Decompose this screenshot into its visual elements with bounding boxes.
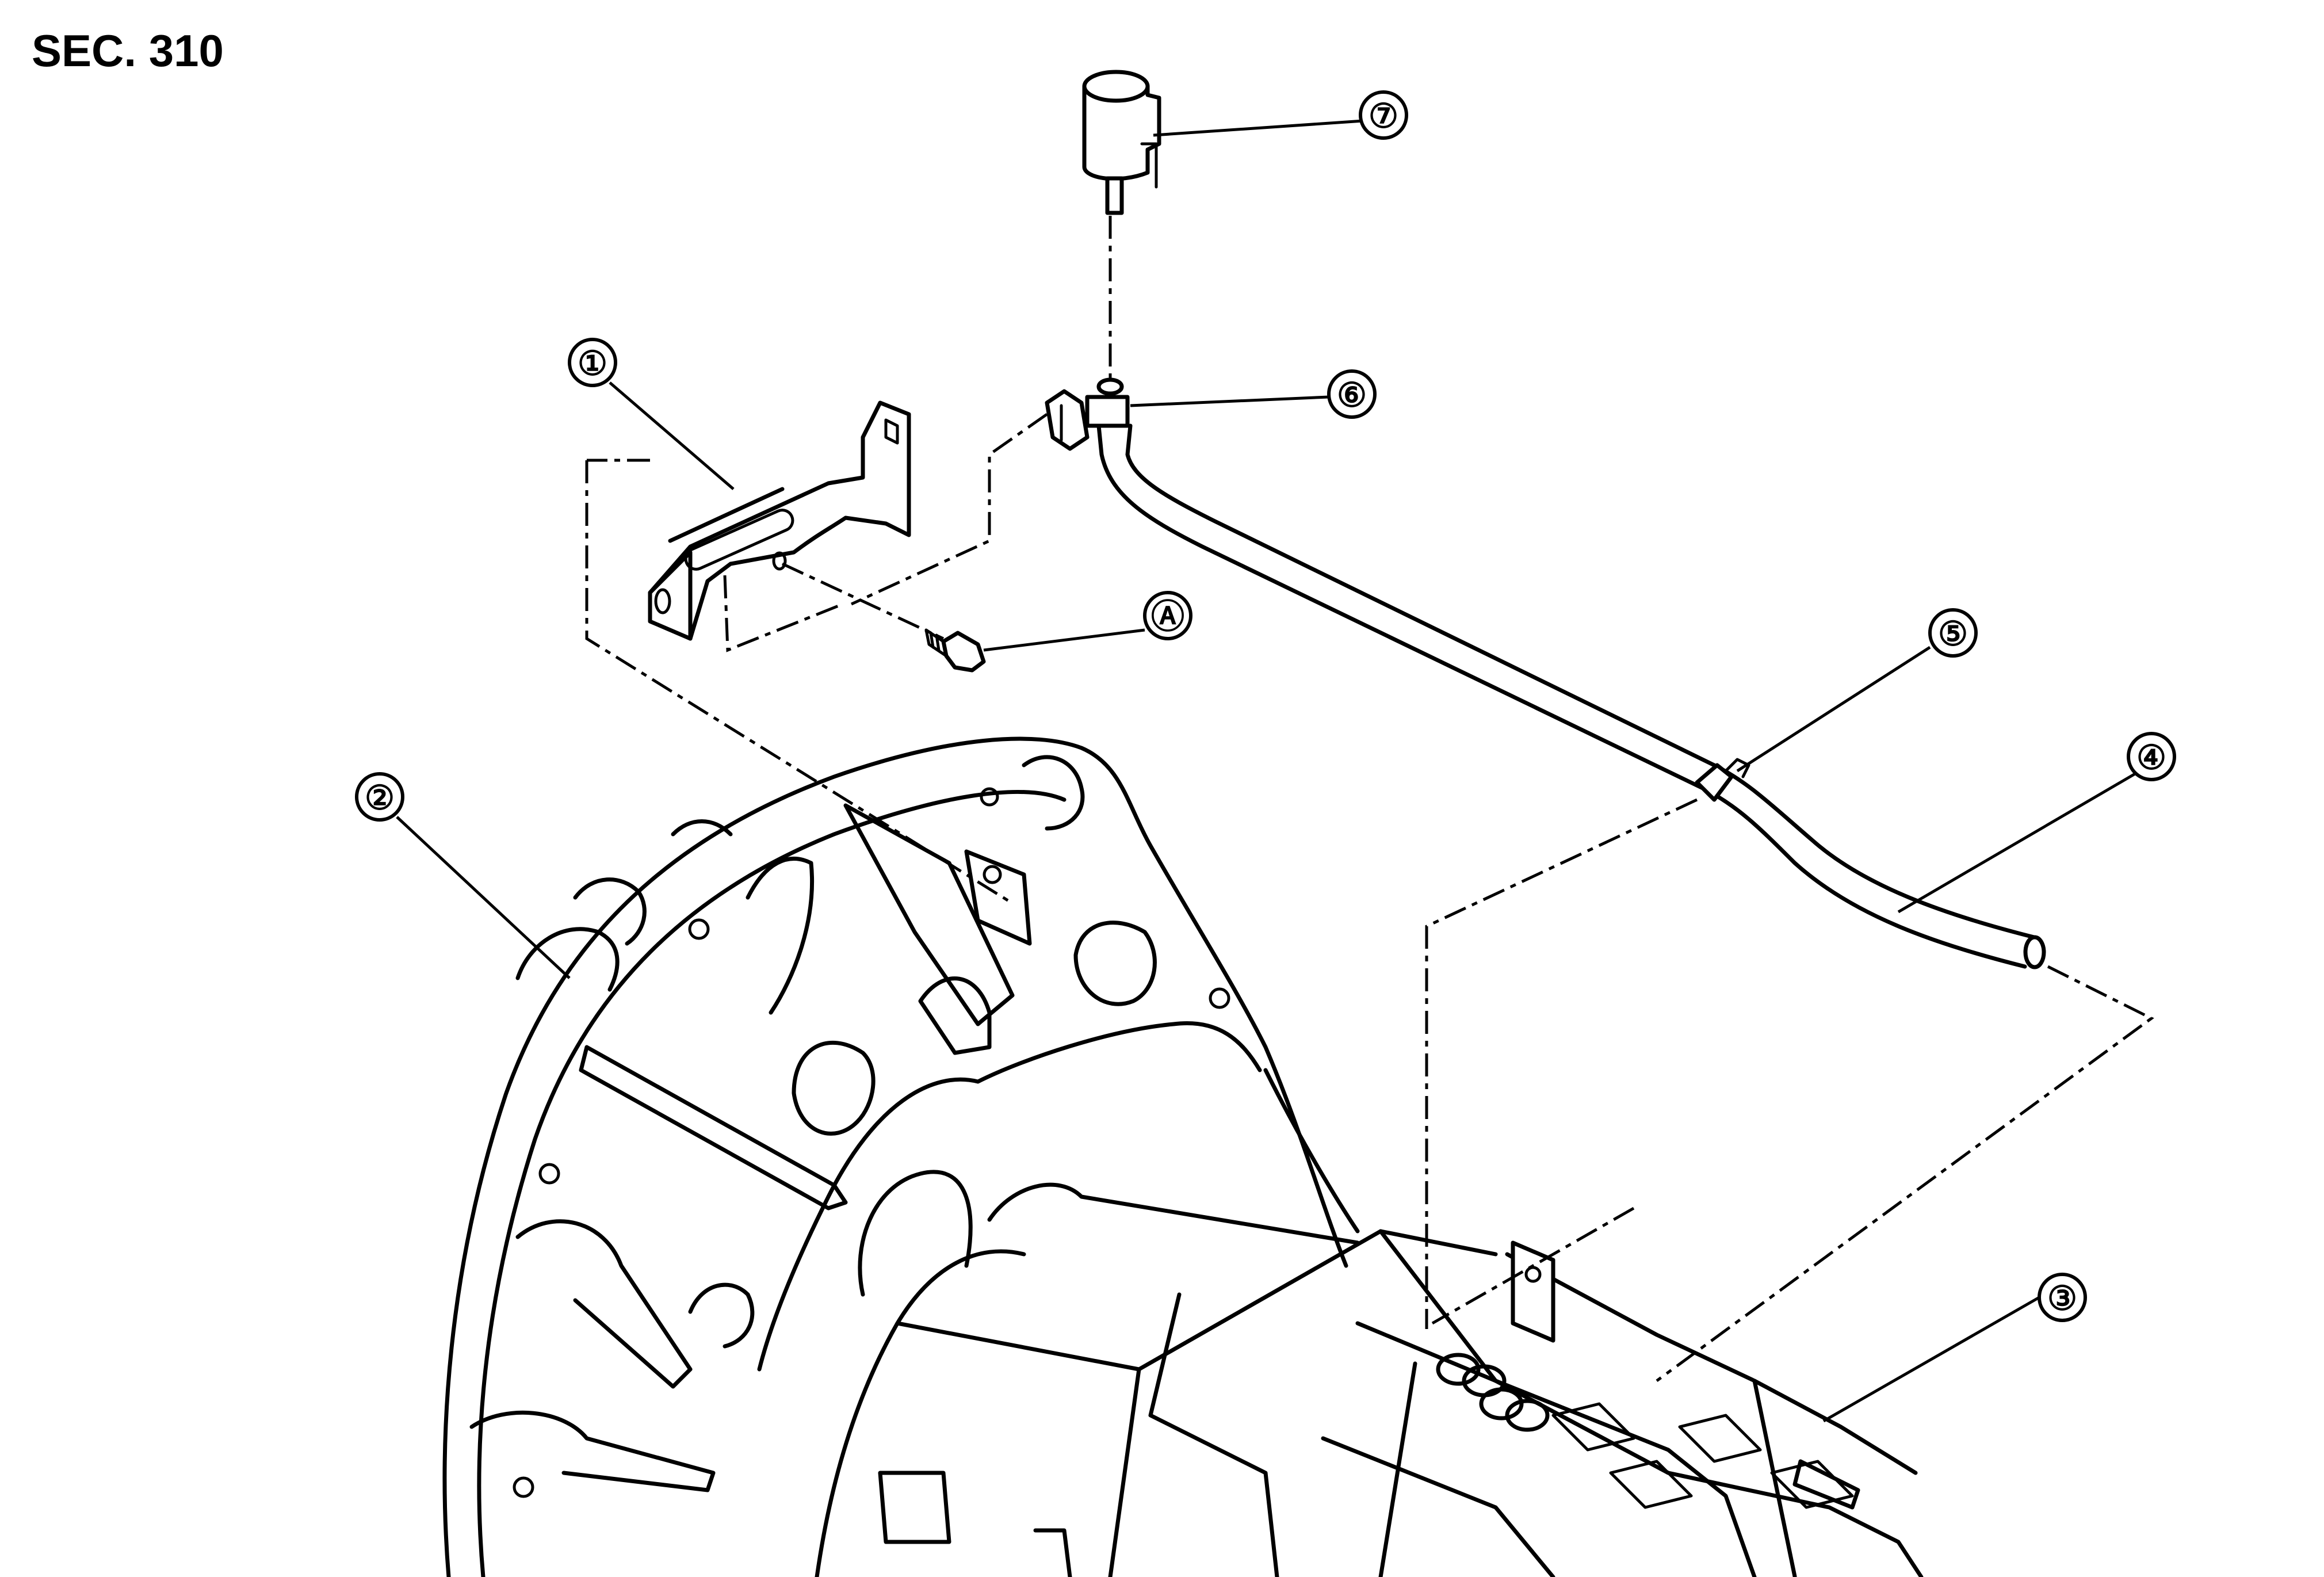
callout-1: ① [568, 338, 617, 387]
callout-1-label: ① [578, 345, 607, 383]
callout-4: ④ [2127, 732, 2176, 781]
hose-clamp [1695, 758, 1750, 802]
hose-clip [1045, 377, 1130, 451]
breather-cap [1082, 70, 1161, 215]
callout-a-label: Ⓐ [1151, 598, 1184, 636]
callout-a: Ⓐ [1143, 591, 1192, 640]
callout-7: ⑦ [1359, 90, 1408, 140]
callout-6: ⑥ [1327, 369, 1377, 419]
callout-4-label: ④ [2136, 739, 2166, 777]
callout-3-label: ③ [2047, 1280, 2077, 1318]
breather-hose [1096, 423, 2046, 969]
transmission-case [442, 736, 1924, 1577]
callout-2: ② [355, 772, 404, 822]
section-label: SEC. 310 [32, 25, 224, 76]
callout-5-label: ⑤ [1938, 616, 1968, 653]
callout-3: ③ [2038, 1273, 2087, 1322]
callout-5: ⑤ [1928, 608, 1978, 658]
assembly-lines [585, 216, 2154, 1383]
bracket [648, 400, 911, 641]
callout-2-label: ② [365, 780, 395, 817]
callout-7-label: ⑦ [1369, 98, 1398, 135]
leader-lines [396, 119, 2141, 1423]
bolt [924, 628, 986, 673]
callout-6-label: ⑥ [1337, 377, 1367, 414]
